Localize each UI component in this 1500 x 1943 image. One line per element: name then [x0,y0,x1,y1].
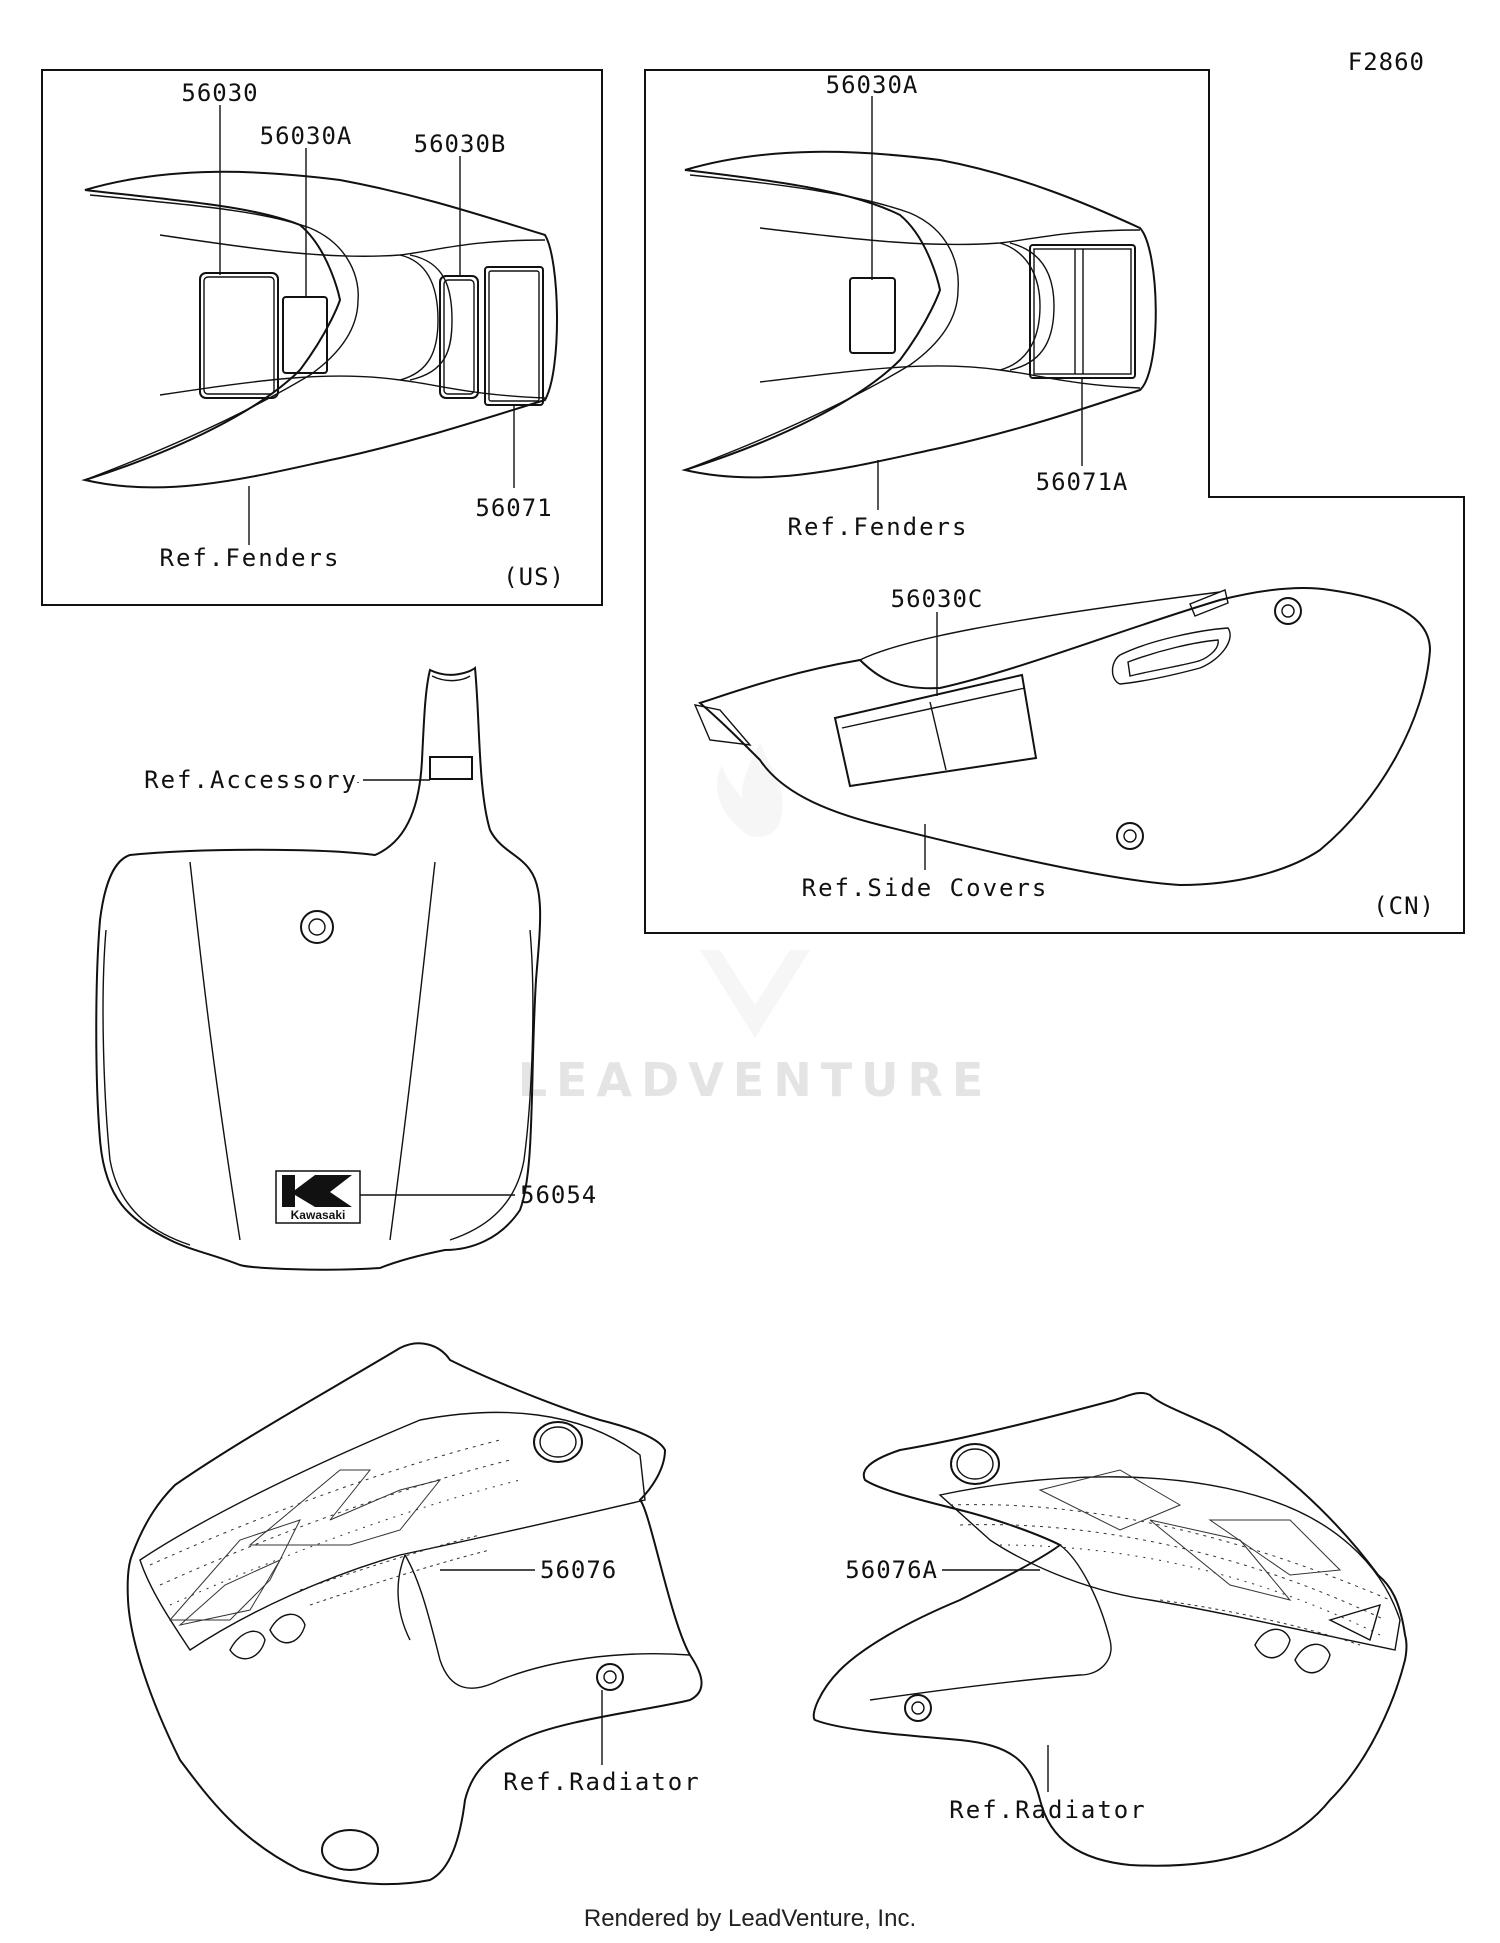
panel-us-frame [41,69,603,606]
figure-id: F2860 [1348,48,1425,76]
watermark-logo [700,742,810,1038]
decal-56071[interactable] [484,266,544,406]
decal-56030c-band [841,687,1026,729]
label-ref-accessory: Ref.Accessory [144,766,358,794]
region-us: (US) [503,563,565,591]
label-ref-fenders-us: Ref.Fenders [160,544,341,572]
decal-56030b-inner [443,279,475,395]
accessory-decal[interactable] [429,756,473,780]
decal-56030[interactable] [199,272,279,399]
radiator-shroud-right[interactable] [812,1391,1408,1867]
front-number-plate[interactable] [95,666,542,1271]
emblem-text: Kawasaki [291,1208,346,1222]
decal-56030a-cn[interactable] [849,277,896,354]
decal-56030c-split [929,701,947,771]
rear-fender-us[interactable] [81,170,558,489]
panel-cn: 56030A 56071A Ref.Fenders 56030C Ref.Sid… [644,69,1465,934]
decal-56030a-us[interactable] [282,296,328,374]
label-56030b: 56030B [414,130,507,158]
side-cover-cn[interactable] [693,587,1432,887]
rear-fender-cn[interactable] [681,150,1157,479]
decal-56030c[interactable] [833,673,1038,788]
label-56054: 56054 [520,1181,597,1209]
label-56071a: 56071A [1036,468,1129,496]
label-ref-radiator-right: Ref.Radiator [949,1796,1146,1824]
watermark-text: LEADVENTURE [518,1053,993,1107]
decal-56071-inner [488,270,540,402]
radiator-shroud-left[interactable] [126,1342,703,1886]
label-ref-fenders-cn: Ref.Fenders [788,513,969,541]
label-56030a-us: 56030A [260,122,353,150]
panel-us: 56030 56030A 56030B 56071 Ref.Fenders (U… [41,69,603,606]
kawasaki-emblem[interactable]: Kawasaki [275,1170,361,1224]
label-56076: 56076 [540,1556,617,1584]
label-56030a-cn: 56030A [826,71,919,99]
label-56030: 56030 [181,79,258,107]
region-cn: (CN) [1373,892,1435,920]
decal-56030b[interactable] [439,275,479,399]
label-56071: 56071 [475,494,552,522]
label-ref-side-covers: Ref.Side Covers [802,874,1049,902]
label-56030c: 56030C [891,585,984,613]
decal-56030-inner [203,276,275,395]
footer-credit: Rendered by LeadVenture, Inc. [584,1905,916,1932]
panel-cn-frame [644,69,1465,934]
label-56076a: 56076A [845,1556,938,1584]
label-ref-radiator-left: Ref.Radiator [503,1768,700,1796]
